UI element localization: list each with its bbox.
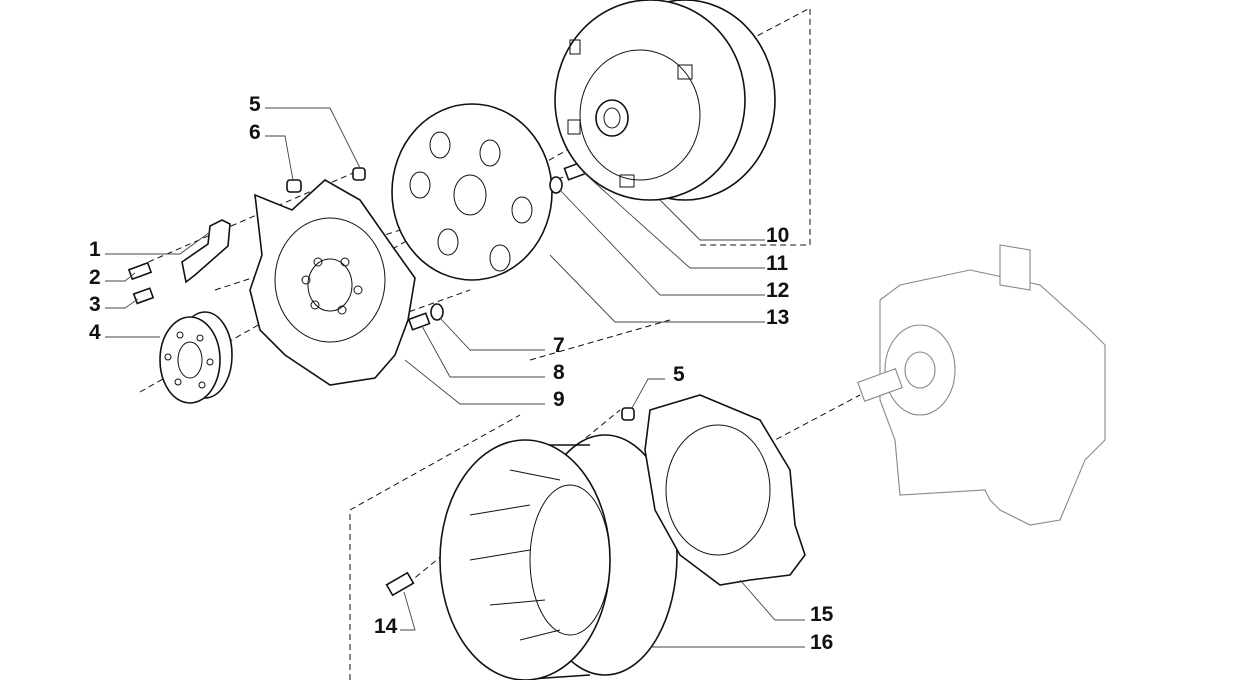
part-13-drive-plate xyxy=(391,103,553,281)
callout-12: 12 xyxy=(766,279,789,302)
part-5-nut xyxy=(352,167,366,181)
callout-15: 15 xyxy=(810,603,834,626)
part-7-washer xyxy=(430,303,444,321)
leader-lines xyxy=(105,107,805,648)
callout-11: 11 xyxy=(766,252,789,275)
transmission-assembly xyxy=(857,244,1106,526)
bolts-2-3 xyxy=(127,261,155,305)
callout-9: 9 xyxy=(553,388,565,411)
part-14-bolt xyxy=(385,571,415,597)
callout-14: 14 xyxy=(374,615,398,638)
part-16-bell-housing xyxy=(439,434,678,680)
part-4-hub xyxy=(159,311,233,404)
part-6-nut xyxy=(286,179,302,193)
callout-4: 4 xyxy=(89,321,101,344)
part-1-bracket xyxy=(181,219,231,284)
callout-10: 10 xyxy=(766,224,789,247)
callout-3: 3 xyxy=(89,293,101,316)
callout-6: 6 xyxy=(249,121,261,144)
callout-16: 16 xyxy=(810,631,833,654)
callout-7: 7 xyxy=(553,334,565,357)
callout-8: 8 xyxy=(553,361,565,384)
part-8-bolt xyxy=(407,312,431,331)
callout-1: 1 xyxy=(89,238,101,261)
part-9-flex-plate xyxy=(249,179,416,386)
part-10-torque-converter xyxy=(554,0,776,201)
part-12-washer xyxy=(549,176,563,194)
part-15-gasket xyxy=(644,394,806,586)
part-5-nut-lower xyxy=(621,407,635,421)
callout-5: 5 xyxy=(249,93,261,116)
callout-2: 2 xyxy=(89,266,101,289)
callout-5-lower: 5 xyxy=(673,363,685,386)
callout-13: 13 xyxy=(766,306,789,329)
